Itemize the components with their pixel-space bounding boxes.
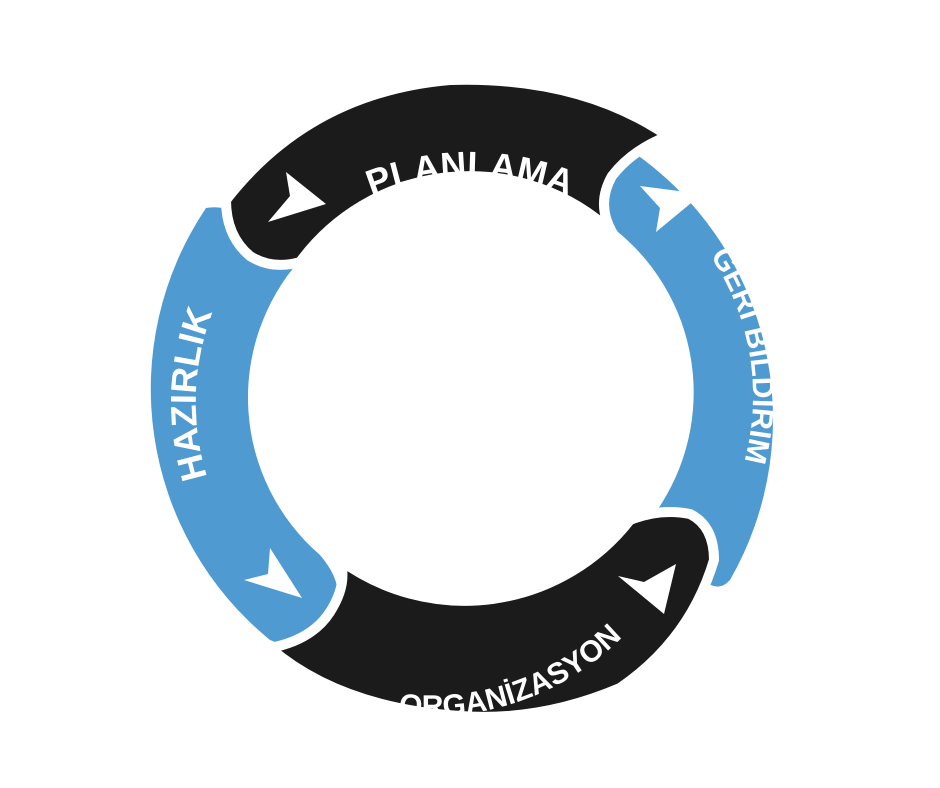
segment-planlama [221,74,673,270]
hazirlik-arrow-icon [244,548,302,598]
segment-hazirlik [150,207,338,645]
planlama-arrow-icon [268,172,326,222]
geri-bildirim-band [602,150,773,587]
geri-bildirim-arrow-icon [640,186,702,232]
organizasyon-band [265,507,719,722]
organizasyon-arrow-icon [618,564,676,614]
hazirlik-band [150,207,338,645]
planlama-band [221,74,673,270]
segment-geri-bildirim [602,150,773,587]
segment-organizasyon [265,507,719,722]
